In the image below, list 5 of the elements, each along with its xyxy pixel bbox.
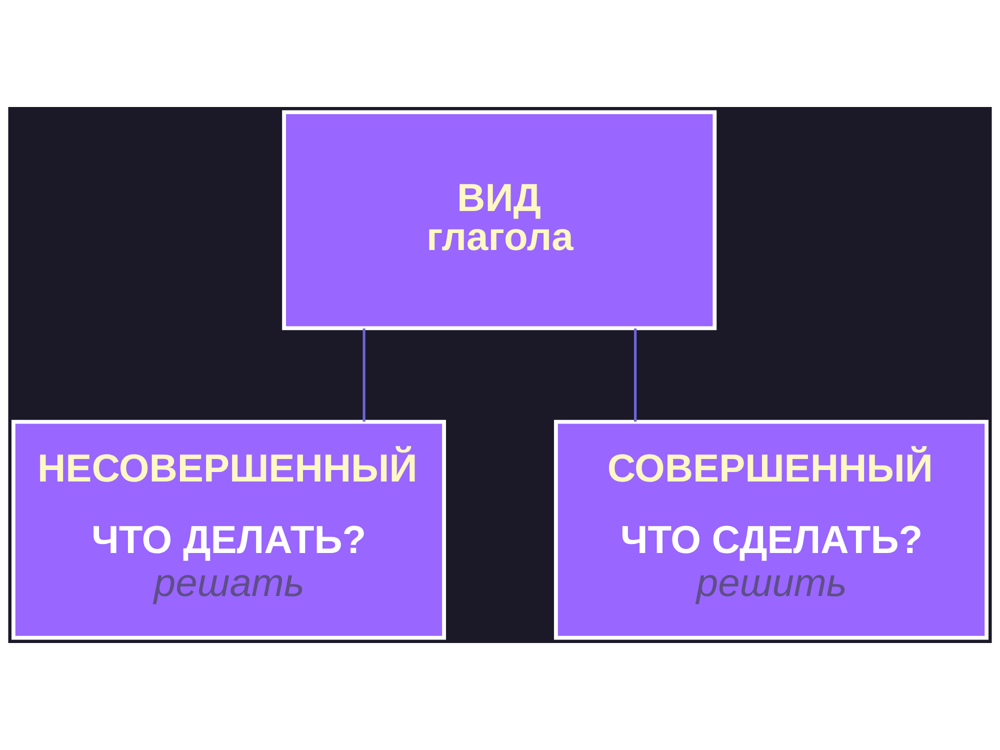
node-box: СОВЕРШЕННЫЙ ЧТО СДЕЛАТЬ? решить: [554, 420, 989, 640]
node-box: ВИД глагола: [282, 110, 717, 330]
node-box: НЕСОВЕРШЕННЫЙ ЧТО ДЕЛАТЬ? решать: [11, 420, 446, 640]
connector: [362, 328, 366, 422]
connector: [634, 328, 637, 422]
